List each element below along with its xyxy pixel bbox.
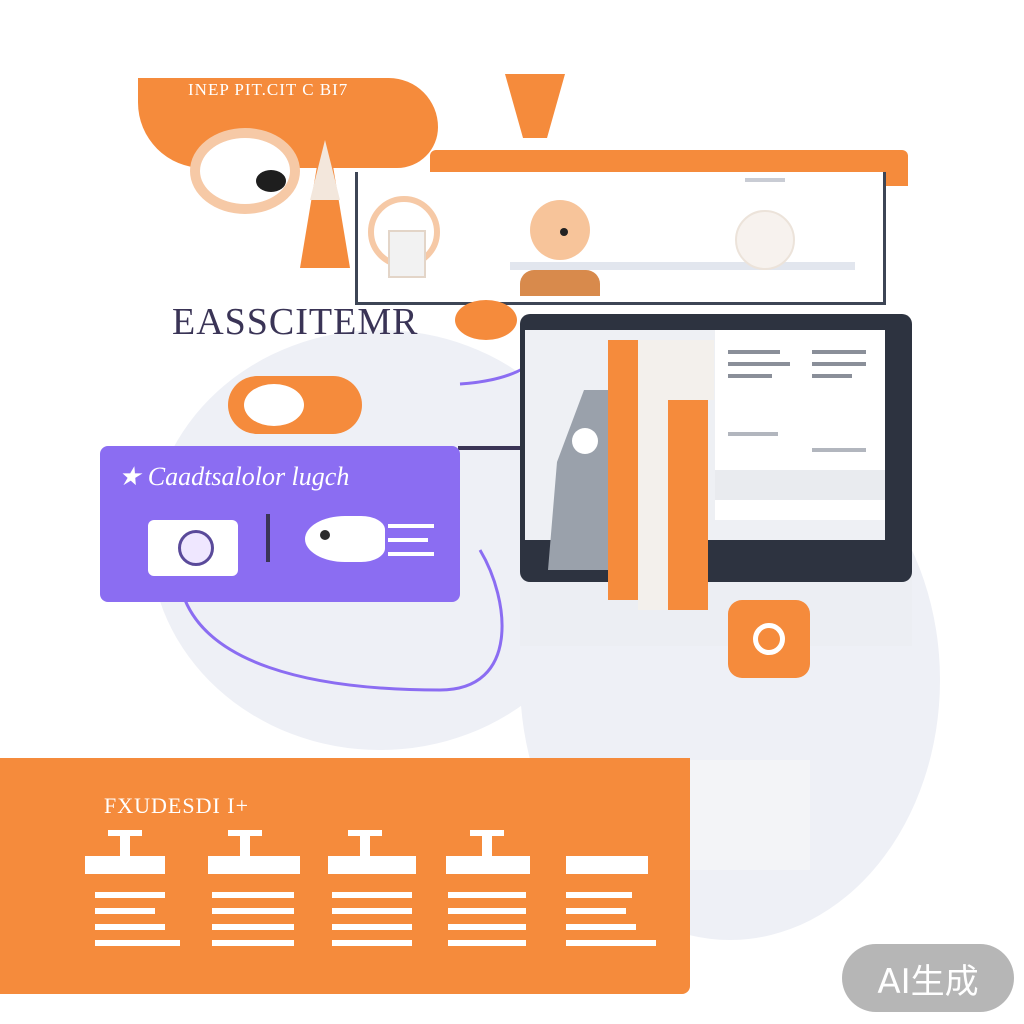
pill-knob-icon — [244, 384, 304, 426]
column-line — [332, 908, 412, 914]
column-line — [448, 940, 526, 946]
brand-name: EASSCITEMR — [172, 301, 419, 343]
stack-block — [668, 340, 714, 400]
search-icon — [753, 623, 785, 655]
profile-strip — [510, 262, 855, 270]
panel-text-line — [728, 350, 780, 354]
avatar-body — [520, 270, 600, 296]
monitor-stand-area — [520, 570, 912, 646]
search-button[interactable] — [728, 600, 810, 678]
fish-eye — [320, 530, 330, 540]
ai-generated-badge: AI生成 — [842, 944, 1014, 1012]
column-line — [95, 940, 180, 946]
column-cap — [470, 830, 504, 836]
avatar-eye — [560, 228, 568, 236]
column-cap — [228, 830, 262, 836]
column-cap — [348, 830, 382, 836]
stack-column — [638, 340, 668, 610]
panel-text-line — [812, 374, 852, 378]
column-cap — [108, 830, 142, 836]
speed-line — [388, 552, 434, 556]
column-stem — [240, 836, 250, 856]
column-stem — [360, 836, 370, 856]
bottom-panel-title: FXUDESDI I+ — [104, 793, 250, 818]
bottom-panel — [0, 758, 690, 994]
feature-card-title: ★ Caadtsalolor lugch — [118, 462, 350, 491]
column-line — [212, 892, 294, 898]
column-line — [332, 940, 412, 946]
column-header — [446, 856, 530, 874]
window-dots — [745, 178, 785, 182]
column-line — [95, 924, 165, 930]
mascot-head-icon — [190, 128, 300, 214]
column-header — [85, 856, 165, 874]
column-line — [448, 892, 526, 898]
panel-text-line — [812, 362, 866, 366]
column-header — [208, 856, 300, 874]
column-line — [566, 940, 656, 946]
column-line — [212, 908, 294, 914]
column-line — [448, 924, 526, 930]
stack-column — [668, 380, 708, 610]
column-line — [95, 908, 155, 914]
column-line — [566, 924, 636, 930]
panel-row — [715, 470, 885, 500]
column-line — [212, 924, 294, 930]
banner-title: INEP PIT.CIT C BI7 — [188, 80, 349, 99]
column-line — [95, 892, 165, 898]
column-header — [328, 856, 416, 874]
column-stem — [482, 836, 492, 856]
brand-bubble-icon — [455, 300, 517, 340]
column-line — [566, 892, 632, 898]
column-stem — [120, 836, 130, 856]
column-line — [448, 908, 526, 914]
speed-line — [388, 524, 434, 528]
thumbnail-dot — [178, 530, 214, 566]
profile-placeholder-icon[interactable] — [735, 210, 795, 270]
user-avatar-icon[interactable] — [520, 200, 600, 296]
stack-highlight — [572, 428, 598, 454]
top-tab-shape — [505, 74, 565, 138]
column-line — [332, 892, 412, 898]
profile-window — [355, 172, 886, 305]
column-line — [566, 908, 626, 914]
stack-column — [608, 340, 638, 600]
panel-text-line — [812, 448, 866, 452]
column-line — [332, 924, 412, 930]
panel-text-line — [728, 362, 790, 366]
speed-line — [388, 538, 428, 542]
column-header — [566, 856, 648, 874]
mascot-beak-icon — [256, 170, 286, 192]
column-line — [212, 940, 294, 946]
panel-text-line — [812, 350, 866, 354]
profile-card-icon — [388, 230, 426, 278]
panel-text-line — [728, 432, 778, 436]
fish-icon — [305, 516, 385, 562]
card-divider — [266, 514, 270, 562]
panel-text-line — [728, 374, 772, 378]
